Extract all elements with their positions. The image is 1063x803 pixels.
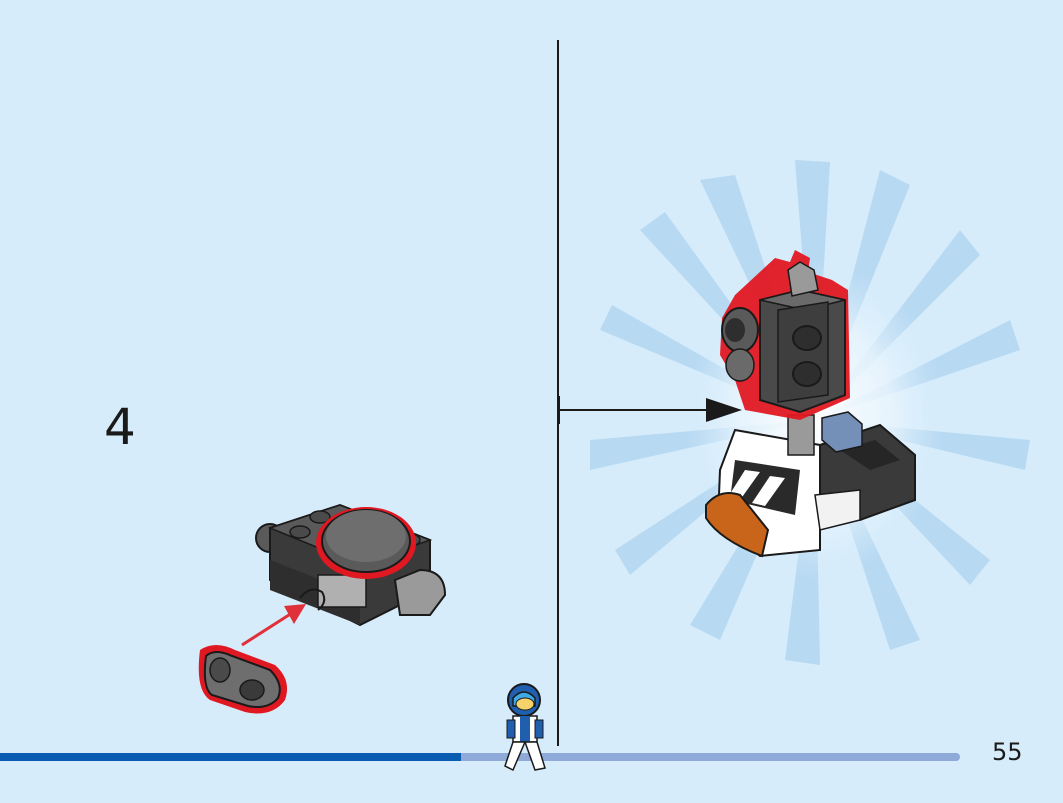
progress-bar-fill	[0, 753, 461, 761]
assembly-arrow-icon	[241, 604, 306, 647]
minifigure-icon	[504, 683, 546, 772]
new-brick-highlighted	[720, 250, 850, 420]
new-clip-piece-highlighted	[198, 645, 288, 714]
call-out-arrow-icon	[558, 396, 742, 424]
step-main-brick	[255, 503, 447, 627]
step-number: 4	[104, 398, 136, 456]
page-number: 55	[992, 738, 1023, 766]
progress-bar	[0, 753, 960, 761]
page-divider	[557, 40, 559, 746]
sub-assembly-model	[705, 250, 916, 558]
